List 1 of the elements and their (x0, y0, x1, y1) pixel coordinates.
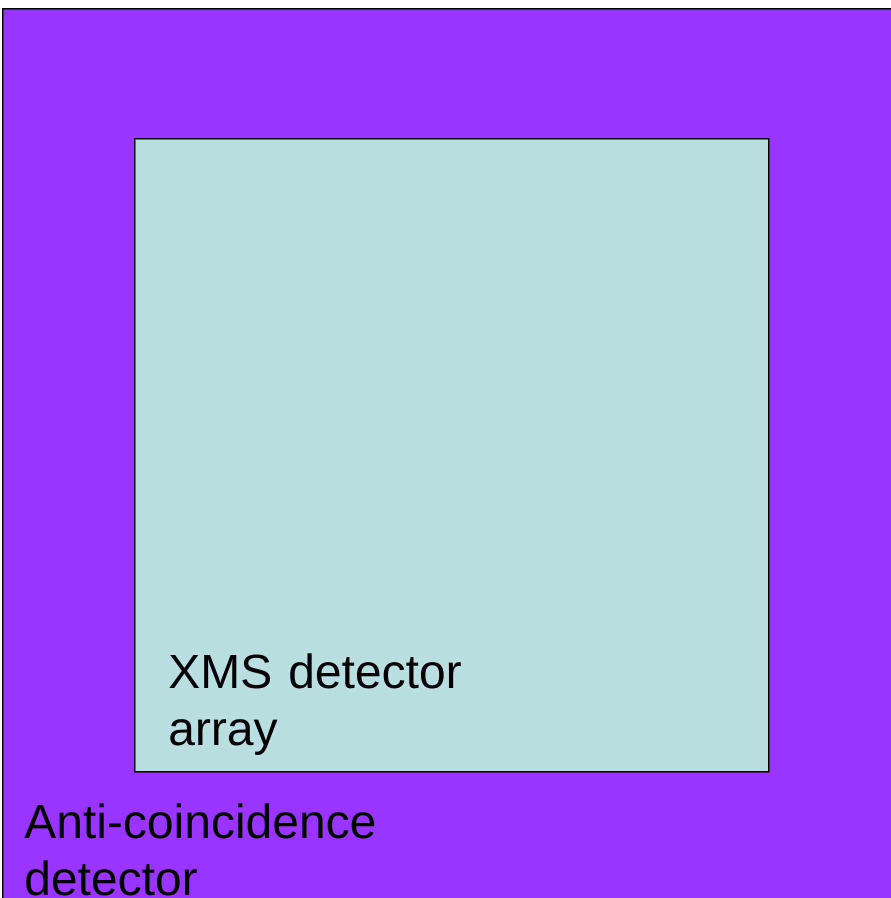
detector-array-box: XMS detector array (134, 138, 770, 772)
